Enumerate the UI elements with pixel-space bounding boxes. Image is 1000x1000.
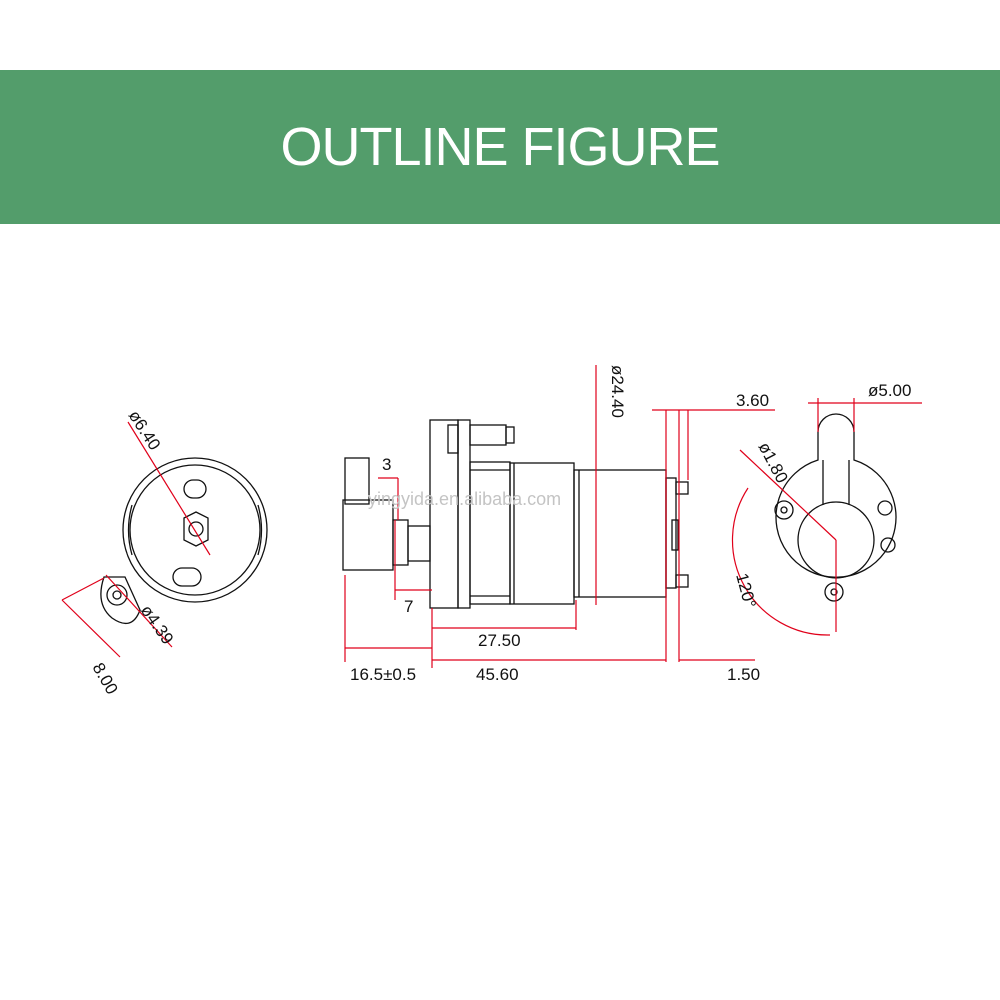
dim-left-offset: 8.00	[89, 660, 122, 698]
banner-title: OUTLINE FIGURE	[280, 117, 720, 177]
dim-side-inlet-length: 16.5±0.5	[350, 665, 416, 684]
dim-side-total-length: 45.60	[476, 665, 519, 684]
header-banner: OUTLINE FIGURE	[0, 70, 1000, 224]
left-end-view	[61, 421, 268, 658]
dim-right-hole-angle: 120°	[732, 571, 759, 610]
watermark: yingyida.en.alibaba.com	[368, 489, 561, 509]
dim-side-pump-length: 27.50	[478, 631, 521, 650]
dim-side-inlet-step: 3	[382, 455, 391, 474]
dim-right-hole-diameter: ø1.80	[754, 439, 791, 486]
dim-left-diameter-large: ø6.40	[125, 407, 165, 454]
right-end-view	[731, 398, 922, 636]
dim-side-cap-thickness: 1.50	[727, 665, 760, 684]
dim-side-terminal-width: 3.60	[736, 391, 769, 410]
dim-right-outlet-diameter: ø5.00	[868, 381, 911, 400]
side-view	[342, 365, 775, 668]
dim-side-inlet-gap: 7	[404, 597, 413, 616]
dim-left-diameter-small: ø4.39	[137, 601, 178, 648]
dim-side-body-diameter: ø24.40	[608, 365, 627, 418]
